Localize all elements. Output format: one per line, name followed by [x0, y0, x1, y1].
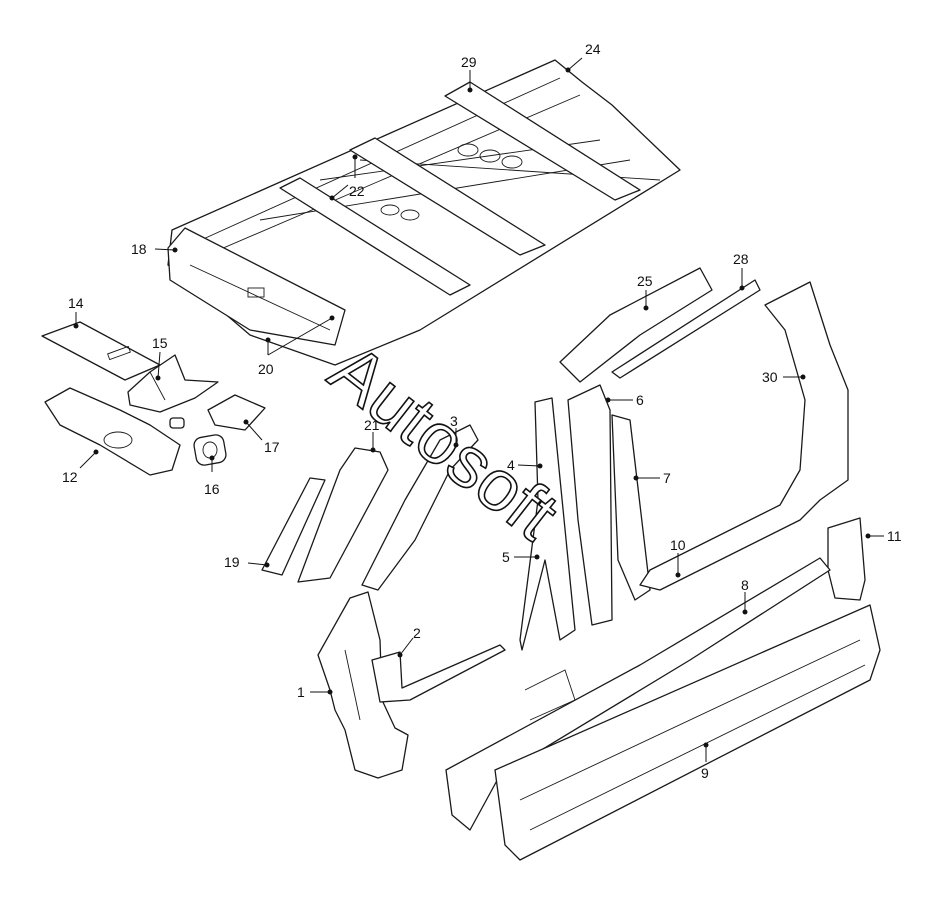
svg-text:5: 5 [502, 549, 510, 565]
callout-24: 24 [565, 41, 601, 73]
roof-front-rail [167, 227, 346, 346]
rear-frame-30 [639, 281, 849, 591]
svg-text:21: 21 [364, 417, 380, 433]
callout-7: 7 [633, 470, 671, 486]
rail-28 [611, 279, 761, 379]
roof-bow-front [279, 177, 471, 296]
pillar-3 [361, 424, 479, 591]
svg-text:28: 28 [733, 251, 749, 267]
callout-9: 9 [701, 742, 709, 781]
svg-text:18: 18 [131, 241, 147, 257]
svg-text:8: 8 [741, 577, 749, 593]
callout-1: 1 [297, 684, 333, 700]
svg-text:22: 22 [349, 183, 365, 199]
svg-text:11: 11 [887, 528, 902, 544]
bracket-15 [127, 354, 219, 413]
callout-30: 30 [762, 369, 806, 385]
pillar-7 [611, 414, 651, 601]
callout-25: 25 [637, 273, 653, 311]
roof-bow-middle [349, 137, 546, 256]
callout-3: 3 [450, 413, 459, 448]
svg-text:3: 3 [450, 413, 458, 429]
callout-12: 12 [62, 449, 99, 485]
cap-16 [169, 417, 227, 466]
callout-18: 18 [131, 241, 178, 257]
svg-text:14: 14 [68, 295, 84, 311]
svg-text:7: 7 [663, 470, 671, 486]
svg-text:25: 25 [637, 273, 653, 289]
pillar-21 [297, 447, 389, 583]
cover-17 [207, 394, 266, 431]
callout-28: 28 [733, 251, 749, 291]
callout-16: 16 [204, 455, 220, 497]
roof-bow-rear [444, 81, 641, 201]
sill-8 [445, 557, 831, 831]
svg-text:1: 1 [297, 684, 305, 700]
pad-14 [41, 321, 161, 381]
svg-text:29: 29 [461, 54, 477, 70]
callout-4: 4 [507, 457, 543, 473]
callout-8: 8 [741, 577, 749, 615]
callout-10: 10 [670, 537, 686, 578]
side-panel-9 [494, 604, 881, 861]
callout-21: 21 [364, 417, 380, 453]
svg-text:6: 6 [636, 392, 644, 408]
callout-15: 15 [152, 335, 168, 381]
sill-2 [371, 644, 506, 703]
svg-text:17: 17 [264, 439, 280, 455]
callout-17: 17 [243, 419, 280, 455]
svg-text:12: 12 [62, 469, 78, 485]
svg-text:30: 30 [762, 369, 778, 385]
svg-text:15: 15 [152, 335, 168, 351]
callout-6: 6 [605, 392, 644, 408]
callout-20: 20 [258, 315, 335, 377]
bracket-11 [827, 517, 866, 601]
pillar-4-5 [519, 397, 576, 651]
pillar-6 [567, 384, 613, 626]
rail-25 [559, 267, 713, 383]
front-pillar-1 [317, 591, 409, 779]
panel-12 [44, 387, 181, 476]
callout-29: 29 [461, 54, 477, 93]
svg-text:9: 9 [701, 765, 709, 781]
svg-text:16: 16 [204, 481, 220, 497]
callout-2: 2 [397, 625, 421, 658]
svg-text:10: 10 [670, 537, 686, 553]
callout-22: 22 [329, 154, 365, 201]
callout-5: 5 [502, 549, 540, 565]
svg-text:24: 24 [585, 41, 601, 57]
pillar-19 [261, 477, 326, 576]
svg-text:2: 2 [413, 625, 421, 641]
callout-14: 14 [68, 295, 84, 329]
callout-19: 19 [224, 554, 270, 570]
callout-11: 11 [865, 528, 902, 544]
svg-text:20: 20 [258, 361, 274, 377]
svg-text:19: 19 [224, 554, 240, 570]
svg-text:4: 4 [507, 457, 515, 473]
